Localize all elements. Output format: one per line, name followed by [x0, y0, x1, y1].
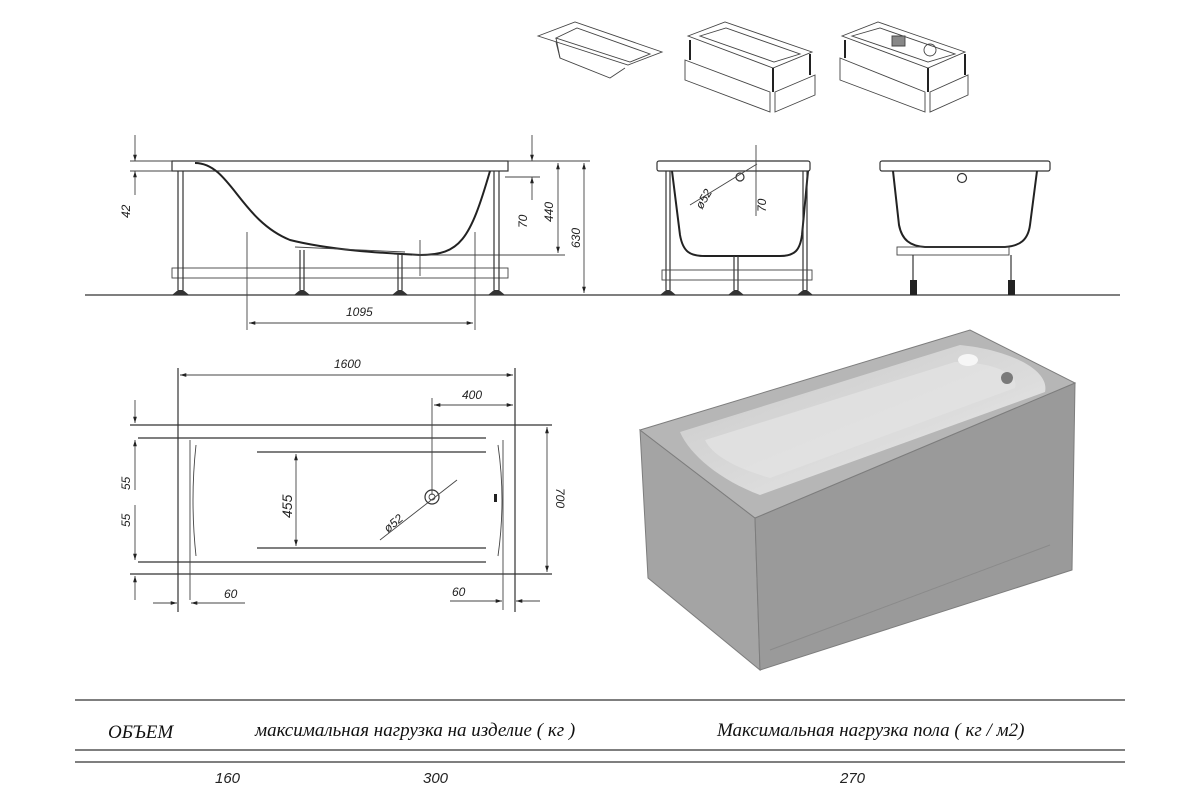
- value-max-floor-load: 270: [839, 770, 866, 787]
- dim-drain-offset: 400: [462, 388, 482, 402]
- iso-tub-with-frame: [684, 21, 816, 113]
- dim-end-overflow: 70: [755, 198, 769, 212]
- bathtub-render: [638, 329, 1077, 672]
- dim-end-drain-diameter: ø52: [692, 186, 715, 211]
- dim-rim-thickness: 42: [119, 204, 133, 218]
- dim-end-left: 60: [224, 587, 238, 601]
- end-view-frame: ø52 70: [656, 145, 813, 295]
- value-max-load-product: 300: [423, 770, 449, 787]
- top-view: 1600 400 700 455 ø52 55 55 60 60: [119, 357, 567, 612]
- side-view: 42 70 440 630 1095: [119, 135, 590, 330]
- value-volume: 160: [215, 770, 241, 787]
- dim-end-right: 60: [452, 585, 466, 599]
- dim-top-drain-diameter: ø52: [381, 511, 406, 535]
- dim-width: 700: [553, 488, 567, 508]
- specs-table: ОБЪЕМ максимальная нагрузка на изделие (…: [75, 699, 1125, 787]
- dim-bottom-length: 1095: [346, 305, 373, 319]
- dim-overflow-height: 70: [516, 214, 530, 228]
- header-volume: ОБЪЕМ: [108, 722, 174, 743]
- header-max-floor-load: Максимальная нагрузка пола ( кг / м2): [716, 720, 1024, 741]
- dim-depth: 440: [542, 202, 556, 222]
- dim-side-bottom: 55: [119, 513, 133, 527]
- dim-total-height: 630: [569, 228, 583, 248]
- iso-tub-with-hydromassage: [839, 21, 969, 113]
- dim-bottom-width: 455: [279, 494, 295, 518]
- header-max-load-product: максимальная нагрузка на изделие ( кг ): [254, 720, 575, 741]
- dim-length: 1600: [334, 357, 361, 371]
- end-view-legs: [879, 160, 1051, 295]
- dim-side-top: 55: [119, 476, 133, 490]
- iso-tub-only: [536, 21, 664, 79]
